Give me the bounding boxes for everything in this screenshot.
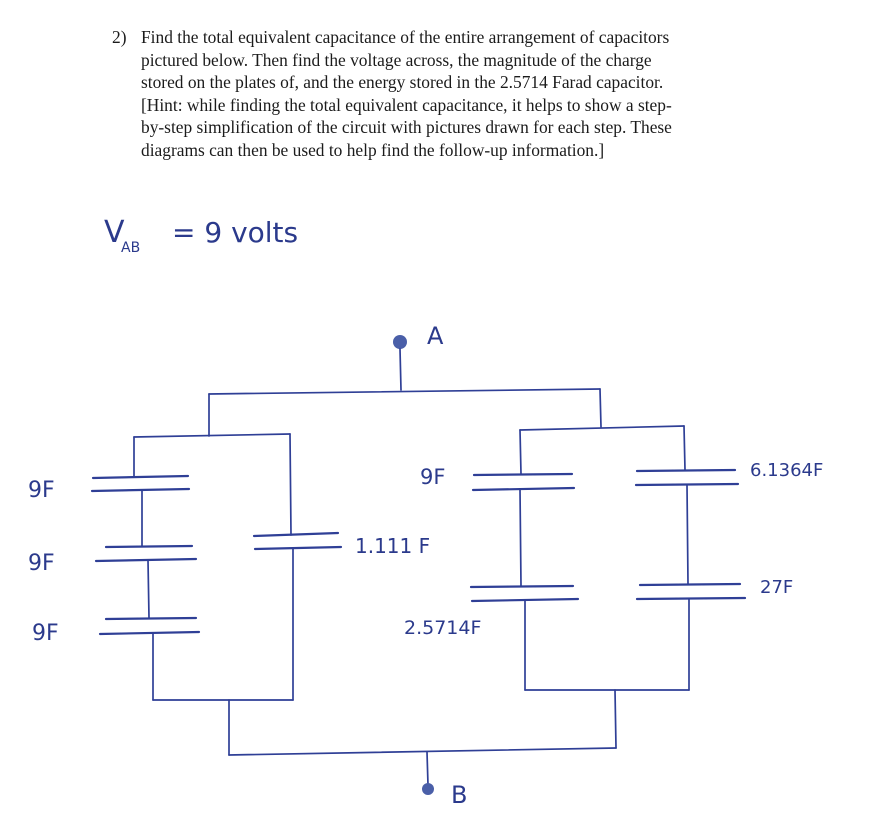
terminal-a-dot — [393, 335, 407, 349]
cap-left-top-plate-2 — [90, 487, 191, 493]
cap-left-bot-plate-1 — [104, 616, 198, 621]
cap-left-top-plate-1 — [91, 474, 190, 480]
terminal-b-dot — [422, 783, 434, 795]
problem-text: Find the total equivalent capacitance of… — [141, 26, 802, 162]
cap-center-plate-1 — [252, 531, 340, 538]
problem-line-4: [Hint: while finding the total equivalen… — [141, 94, 672, 115]
voltage-value: = 9 volts — [172, 216, 298, 249]
label-mid-top: 9F — [420, 465, 445, 489]
cap-left-bot-plate-2 — [98, 630, 201, 636]
wire-mid-chain-1 — [519, 429, 522, 475]
label-right-bot: 27F — [760, 577, 793, 598]
problem-statement: 2) Find the total equivalent capacitance… — [112, 26, 802, 162]
cap-left-mid-plate-2 — [94, 557, 198, 563]
problem-line-5: by-step simplification of the circuit wi… — [141, 117, 672, 138]
label-right-top: 6.1364F — [750, 460, 823, 481]
cap-mid-bot-plate-1 — [469, 584, 575, 589]
wire-bottom-bus — [228, 747, 617, 756]
cap-center-plate-2 — [253, 545, 343, 551]
voltage-subscript: AB — [121, 240, 140, 256]
wire-top-bus — [208, 388, 601, 395]
wire-bottom-right-drop — [614, 689, 617, 749]
problem-number: 2) — [112, 27, 127, 47]
problem-line-6: diagrams can then be used to help find t… — [141, 139, 605, 160]
cap-right-top-plate-1 — [635, 468, 737, 473]
wire-right-block-top — [519, 425, 685, 431]
wire-right-chain-1 — [683, 425, 686, 471]
problem-line-3: stored on the plates of, and the energy … — [141, 72, 664, 93]
terminal-a-label: A — [427, 322, 444, 350]
label-mid-bot: 2.5714F — [404, 617, 481, 639]
label-left-bot: 9F — [32, 621, 59, 646]
problem-line-2: pictured below. Then find the voltage ac… — [141, 49, 652, 70]
label-center: 1.111 F — [355, 534, 430, 558]
wire-right-chain-2 — [686, 484, 689, 585]
given-voltage: V AB = 9 volts — [104, 215, 298, 256]
voltage-symbol: V — [104, 215, 125, 250]
cap-mid-top-plate-2 — [471, 486, 576, 492]
wire-a-lead — [399, 348, 402, 391]
cap-right-bot-plate-2 — [635, 596, 747, 601]
cap-right-bot-plate-1 — [638, 582, 742, 587]
wire-b-lead — [426, 751, 429, 786]
wire-left-chain-3 — [147, 559, 150, 619]
wire-center-top — [289, 433, 292, 536]
cap-left-mid-plate-1 — [104, 544, 194, 549]
label-left-mid: 9F — [28, 551, 55, 576]
label-left-top: 9F — [28, 478, 55, 503]
terminal-b-label: B — [451, 781, 467, 809]
problem-line-1: Find the total equivalent capacitance of… — [141, 27, 670, 47]
cap-mid-top-plate-1 — [472, 472, 574, 477]
wire-top-right-drop — [599, 388, 602, 428]
wire-mid-chain-2 — [519, 488, 522, 587]
wire-left-block-top — [133, 433, 291, 438]
